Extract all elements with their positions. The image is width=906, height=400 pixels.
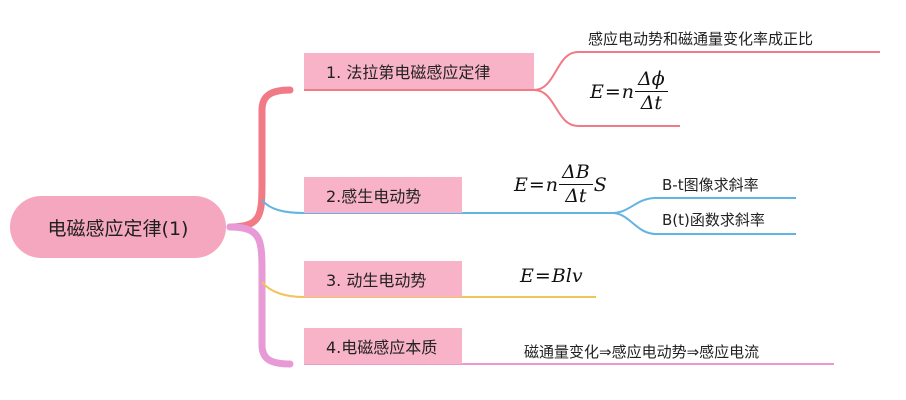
formula-equals: = [604,80,621,103]
fork-topic-2-b [611,212,796,235]
formula-equals: = [534,265,551,287]
formula-lhs: E [520,265,534,287]
formula-equals: = [528,173,545,196]
topic-motional-emf[interactable]: 3. 动生电动势 [304,261,462,297]
formula-rhs: Blv [551,265,583,287]
topic-em-induction-essence[interactable]: 4.电磁感应本质 [304,328,462,364]
topic-faraday-law[interactable]: 1. 法拉第电磁感应定律 [304,53,534,89]
formula-tail: S [593,173,607,196]
leaf-bt-graph-slope[interactable]: B-t图像求斜率 [662,175,759,194]
formula-denominator: Δt [565,185,587,207]
brace-upper [226,86,294,231]
fork-topic-1-b [533,89,680,127]
link-topic-3 [261,281,305,298]
formula-fraction: ΔB Δt [559,163,593,206]
brace-lower [226,223,294,368]
formula-faraday[interactable]: E = n Δϕ Δt [590,70,669,113]
root-node[interactable]: 电磁感应定律(1) [10,196,226,258]
formula-coef: n [621,80,635,103]
link-topic-2 [261,199,305,214]
formula-induced[interactable]: E = n ΔB Δt S [514,163,607,206]
leaf-proportional-statement[interactable]: 感应电动势和磁通量变化率成正比 [588,29,814,48]
formula-numerator: ΔB [559,163,593,185]
formula-coef: n [545,173,559,196]
formula-denominator: Δt [640,92,663,114]
formula-fraction: Δϕ Δt [635,70,668,113]
formula-lhs: E [514,173,528,196]
formula-lhs: E [590,80,604,103]
topic-induced-emf[interactable]: 2.感生电动势 [304,177,462,213]
formula-motional[interactable]: E = Blv [520,265,583,287]
leaf-induction-chain[interactable]: 磁通量变化⇒感应电动势⇒感应电流 [524,342,760,361]
leaf-bt-function-slope[interactable]: B(t)函数求斜率 [662,210,765,229]
fork-topic-1-a [533,51,880,91]
formula-numerator: Δϕ [635,70,668,92]
